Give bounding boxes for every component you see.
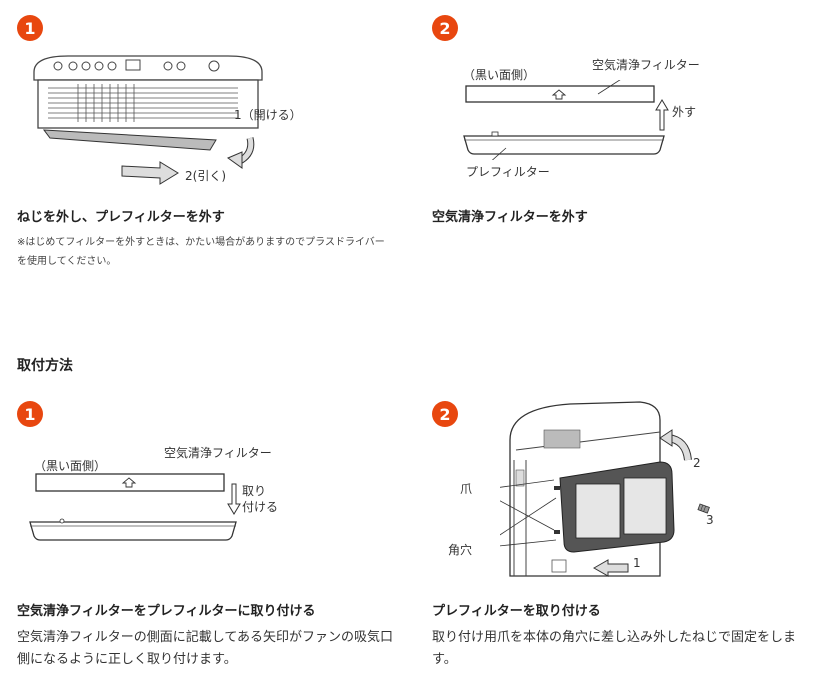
prefilter-removal-illustration	[33, 55, 263, 185]
label-attach-line2: 付ける	[242, 500, 279, 514]
step-number-badge: 1	[17, 15, 43, 41]
label-air-filter: 空気清浄フィルター	[592, 58, 700, 72]
step-caption: プレフィルターを取り付ける	[432, 604, 601, 619]
step-description: 取り付け用爪を本体の角穴に差し込み外したねじで固定をします。	[432, 630, 797, 667]
step-caption: ねじを外し、プレフィルターを外す	[17, 210, 225, 225]
label-black-side: （黒い面側）	[34, 459, 107, 473]
label-attach-line1: 取り	[242, 484, 267, 498]
step-number-badge: 2	[432, 401, 458, 427]
label-pull: 2(引く)	[185, 169, 226, 183]
section-title: 取付方法	[17, 358, 73, 374]
step-number-badge: 1	[17, 401, 43, 427]
label-square-hole: 角穴	[448, 543, 473, 557]
step-caption: 空気清浄フィルターをプレフィルターに取り付ける	[17, 604, 316, 619]
step-note: ※はじめてフィルターを外すときは、かたい場合がありますのでプラスドライバーを使用…	[17, 237, 385, 267]
label-open: 1（開ける）	[234, 108, 302, 122]
label-black-side: （黒い面側）	[463, 68, 536, 82]
label-air-filter: 空気清浄フィルター	[164, 446, 272, 460]
label-prefilter: プレフィルター	[466, 165, 550, 179]
label-remove: 外す	[672, 105, 697, 119]
label-step-3: 3	[706, 513, 714, 527]
prefilter-install-illustration	[500, 401, 710, 577]
label-step-1: 1	[633, 556, 641, 570]
label-step-2: 2	[693, 456, 701, 470]
step-caption: 空気清浄フィルターを外す	[432, 210, 588, 225]
label-claw: 爪	[460, 482, 473, 496]
step-number-badge: 2	[432, 15, 458, 41]
step-description: 空気清浄フィルターの側面に記載してある矢印がファンの吸気口側になるように正しく取…	[17, 630, 393, 667]
filter-attach-illustration	[29, 473, 241, 541]
air-filter-removal-illustration	[463, 80, 669, 160]
